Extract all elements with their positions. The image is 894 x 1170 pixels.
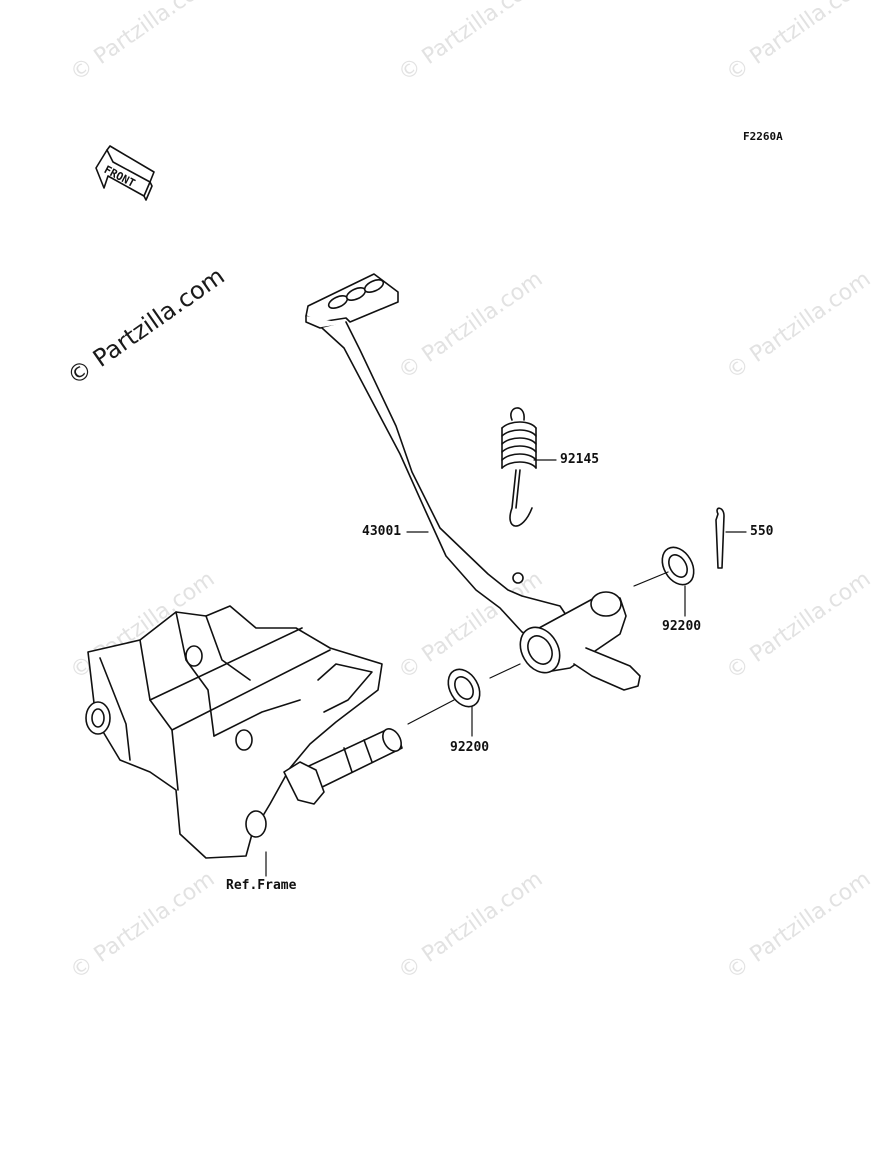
callout-550: 550 <box>750 524 774 539</box>
callout-92200-left: 92200 <box>450 740 490 755</box>
cotter-pin <box>715 507 725 569</box>
frame-reference <box>85 605 403 859</box>
callout-43001: 43001 <box>362 524 402 539</box>
return-spring <box>501 407 537 527</box>
callout-ref-frame: Ref.Frame <box>226 878 297 893</box>
leader-lines <box>265 459 747 877</box>
brake-pedal <box>305 273 641 691</box>
callout-92145: 92145 <box>560 452 600 467</box>
washer-right <box>661 546 695 586</box>
washer-left <box>447 668 481 708</box>
callout-92200-right: 92200 <box>662 619 702 634</box>
front-arrow-icon <box>95 145 155 201</box>
diagram-code: F2260A <box>743 130 783 143</box>
